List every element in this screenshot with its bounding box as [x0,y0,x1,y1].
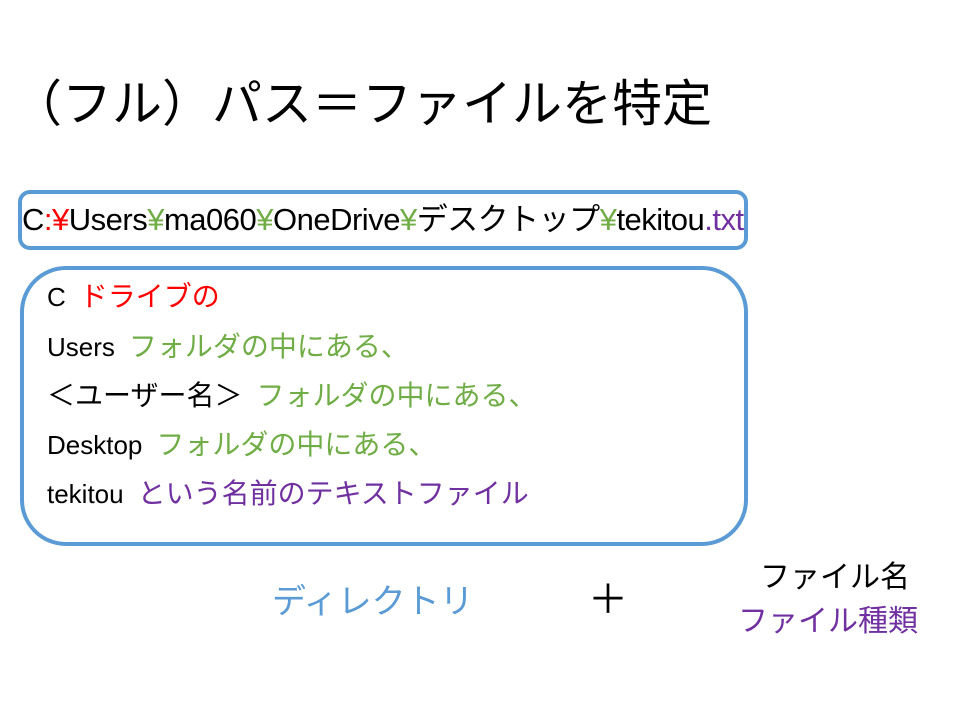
description: フォルダの中にある、 [156,429,437,460]
description: ドライブの [79,281,220,312]
explanation-box [20,266,748,546]
path-separator: ¥ [399,202,417,237]
path-filename: tekitou [616,202,705,237]
description: フォルダの中にある、 [256,380,537,411]
path-drive-separator: :¥ [43,202,69,237]
path-username: ma060 [163,202,257,237]
path-users: Users [68,202,148,237]
explanation-line-users: Users フォルダの中にある、 [47,329,409,365]
plus-sign: ＋ [588,578,628,622]
explanation-line-username: ＜ユーザー名＞ フォルダの中にある、 [47,378,536,414]
term: Desktop [47,430,143,460]
full-path-example: C:¥Users¥ma060¥OneDrive¥デスクトップ¥tekitou.t… [22,198,744,242]
term: C [47,282,66,312]
path-desktop: デスクトップ [416,202,601,237]
slide-title: （フル）パス＝ファイルを特定 [12,76,712,132]
term: Users [47,332,115,362]
path-separator: ¥ [147,202,164,237]
path-extension: .txt [704,202,744,237]
path-separator: ¥ [256,202,273,237]
description: という名前のテキストファイル [137,478,529,509]
explanation-line-desktop: Desktop フォルダの中にある、 [47,427,436,463]
explanation-line-drive: C ドライブの [47,279,220,315]
term: ＜ユーザー名＞ [47,380,243,411]
directory-highlight-box [18,190,748,250]
path-separator: ¥ [599,202,617,237]
explanation-line-file: tekitou という名前のテキストファイル [47,476,529,512]
description: フォルダの中にある、 [128,331,409,362]
path-drive: C [22,202,44,237]
term: tekitou [47,479,124,509]
directory-label: ディレクトリ [272,583,474,621]
file-type-label: ファイル種類 [738,605,918,638]
file-name-label: ファイル名 [760,561,910,594]
path-onedrive: OneDrive [273,202,400,237]
